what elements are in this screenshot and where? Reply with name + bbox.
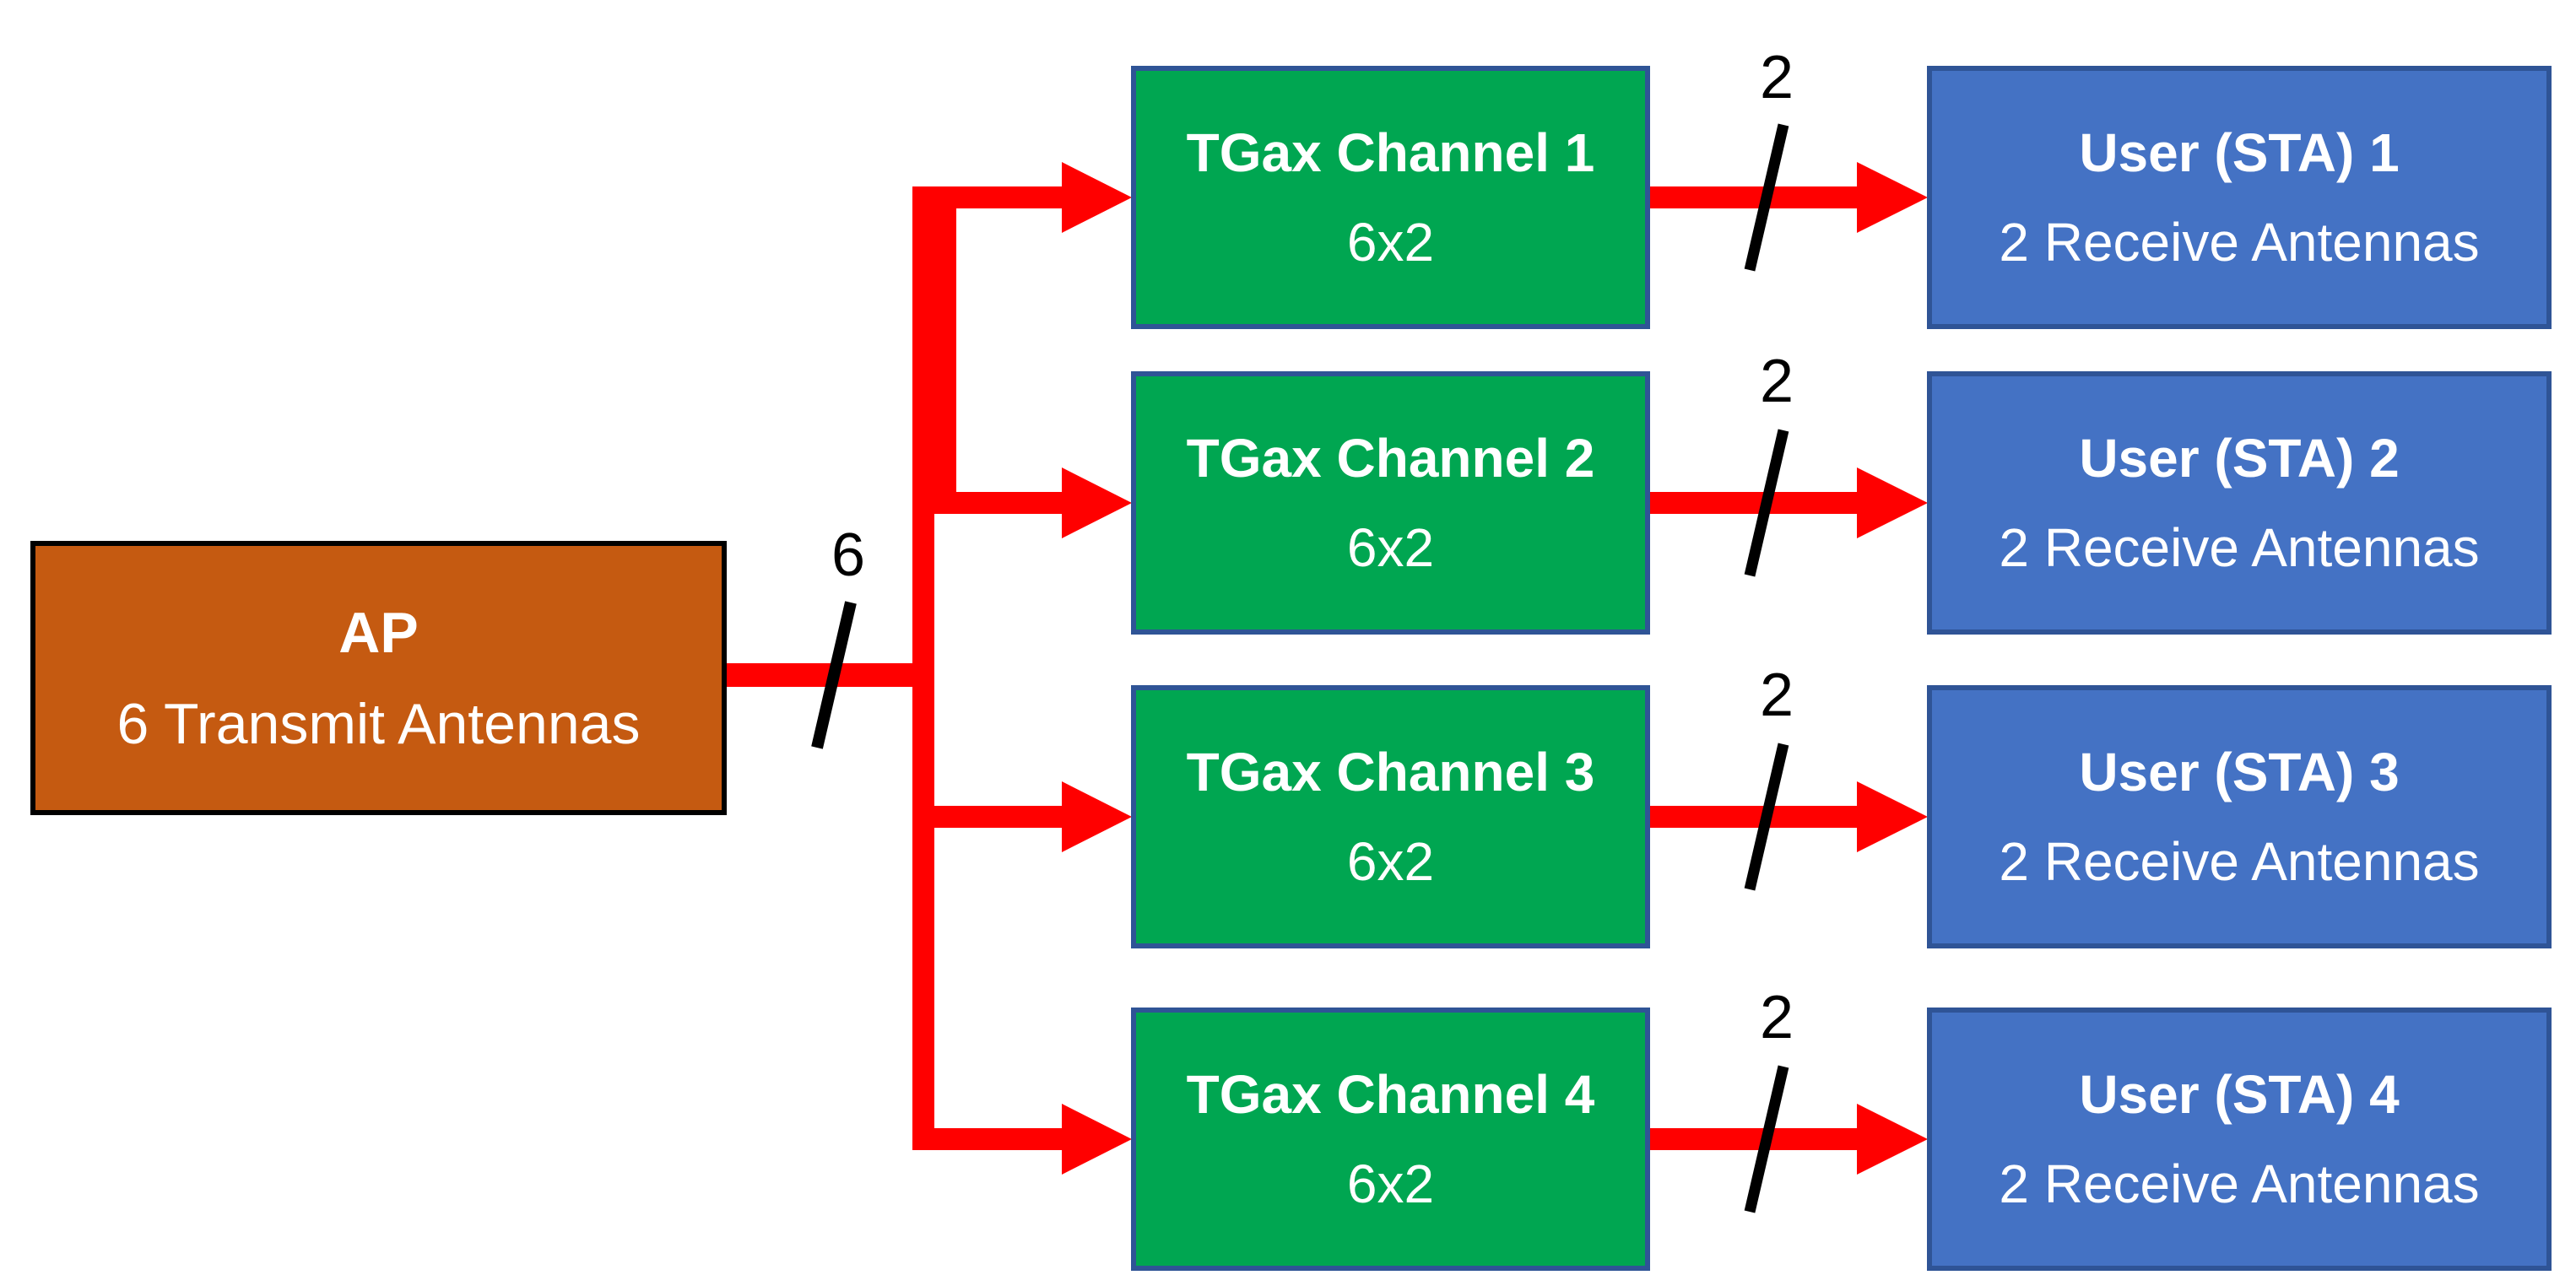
sta4-stream-count-label: 2: [1759, 984, 1794, 1051]
ap-title: AP: [338, 600, 419, 665]
channel-dimensions: 6x2: [1346, 1153, 1435, 1214]
sta-link-line-4: [1646, 1128, 1857, 1150]
user-subtitle: 2 Receive Antennas: [1999, 1153, 2480, 1214]
branch-arrowhead-4: [1062, 1104, 1132, 1175]
branch-line-2: [934, 492, 1063, 514]
ap-stream-count-label: 6: [831, 521, 866, 589]
branch-line-4: [912, 1128, 1063, 1150]
user-title: User (STA) 1: [2079, 122, 2400, 183]
branch-arrowhead-3: [1062, 781, 1132, 852]
user-subtitle: 2 Receive Antennas: [1999, 517, 2480, 578]
channel-title: TGax Channel 1: [1186, 122, 1595, 183]
sta-link-arrowhead-3: [1857, 781, 1928, 852]
branch-line-3: [912, 806, 1063, 828]
sta-link-arrowhead-2: [1857, 467, 1928, 538]
branch-line-1: [912, 186, 1063, 208]
sta-link-line-3: [1646, 806, 1857, 828]
antenna-slash-ap: [811, 601, 857, 749]
channel-title: TGax Channel 2: [1186, 428, 1595, 489]
user-box-2: User (STA) 2 2 Receive Antennas: [1927, 371, 2552, 635]
user-box-3: User (STA) 3 2 Receive Antennas: [1927, 685, 2552, 948]
ap-box: AP 6 Transmit Antennas: [30, 541, 727, 815]
channel-box-2: TGax Channel 2 6x2: [1131, 371, 1650, 635]
ap-feed-line: [722, 663, 934, 687]
user-box-4: User (STA) 4 2 Receive Antennas: [1927, 1008, 2552, 1271]
channel-title: TGax Channel 4: [1186, 1064, 1595, 1125]
user-box-1: User (STA) 1 2 Receive Antennas: [1927, 66, 2552, 329]
channel-box-4: TGax Channel 4 6x2: [1131, 1008, 1650, 1271]
sta1-stream-count-label: 2: [1759, 44, 1794, 111]
branch-arrowhead-2: [1062, 467, 1132, 538]
antenna-slash-4: [1744, 1065, 1789, 1213]
ap-subtitle: 6 Transmit Antennas: [116, 691, 641, 756]
channel-box-3: TGax Channel 3 6x2: [1131, 685, 1650, 948]
sta-link-arrowhead-1: [1857, 162, 1928, 233]
branch-arrowhead-1: [1062, 162, 1132, 233]
sta-link-arrowhead-4: [1857, 1104, 1928, 1175]
user-title: User (STA) 2: [2079, 428, 2400, 489]
trunk-line: [912, 186, 934, 1150]
channel-dimensions: 6x2: [1346, 831, 1435, 892]
channel-dimensions: 6x2: [1346, 517, 1435, 578]
channel-title: TGax Channel 3: [1186, 742, 1595, 802]
sta-link-line-1: [1646, 186, 1857, 208]
sta3-stream-count-label: 2: [1759, 662, 1794, 729]
user-title: User (STA) 3: [2079, 742, 2400, 802]
trunk-offset-line: [934, 186, 956, 514]
sta2-stream-count-label: 2: [1759, 348, 1794, 415]
antenna-slash-2: [1744, 429, 1789, 577]
antenna-slash-3: [1744, 743, 1789, 891]
sta-link-line-2: [1646, 492, 1857, 514]
channel-box-1: TGax Channel 1 6x2: [1131, 66, 1650, 329]
user-subtitle: 2 Receive Antennas: [1999, 831, 2480, 892]
antenna-slash-1: [1744, 123, 1789, 272]
channel-dimensions: 6x2: [1346, 212, 1435, 273]
user-title: User (STA) 4: [2079, 1064, 2400, 1125]
user-subtitle: 2 Receive Antennas: [1999, 212, 2480, 273]
